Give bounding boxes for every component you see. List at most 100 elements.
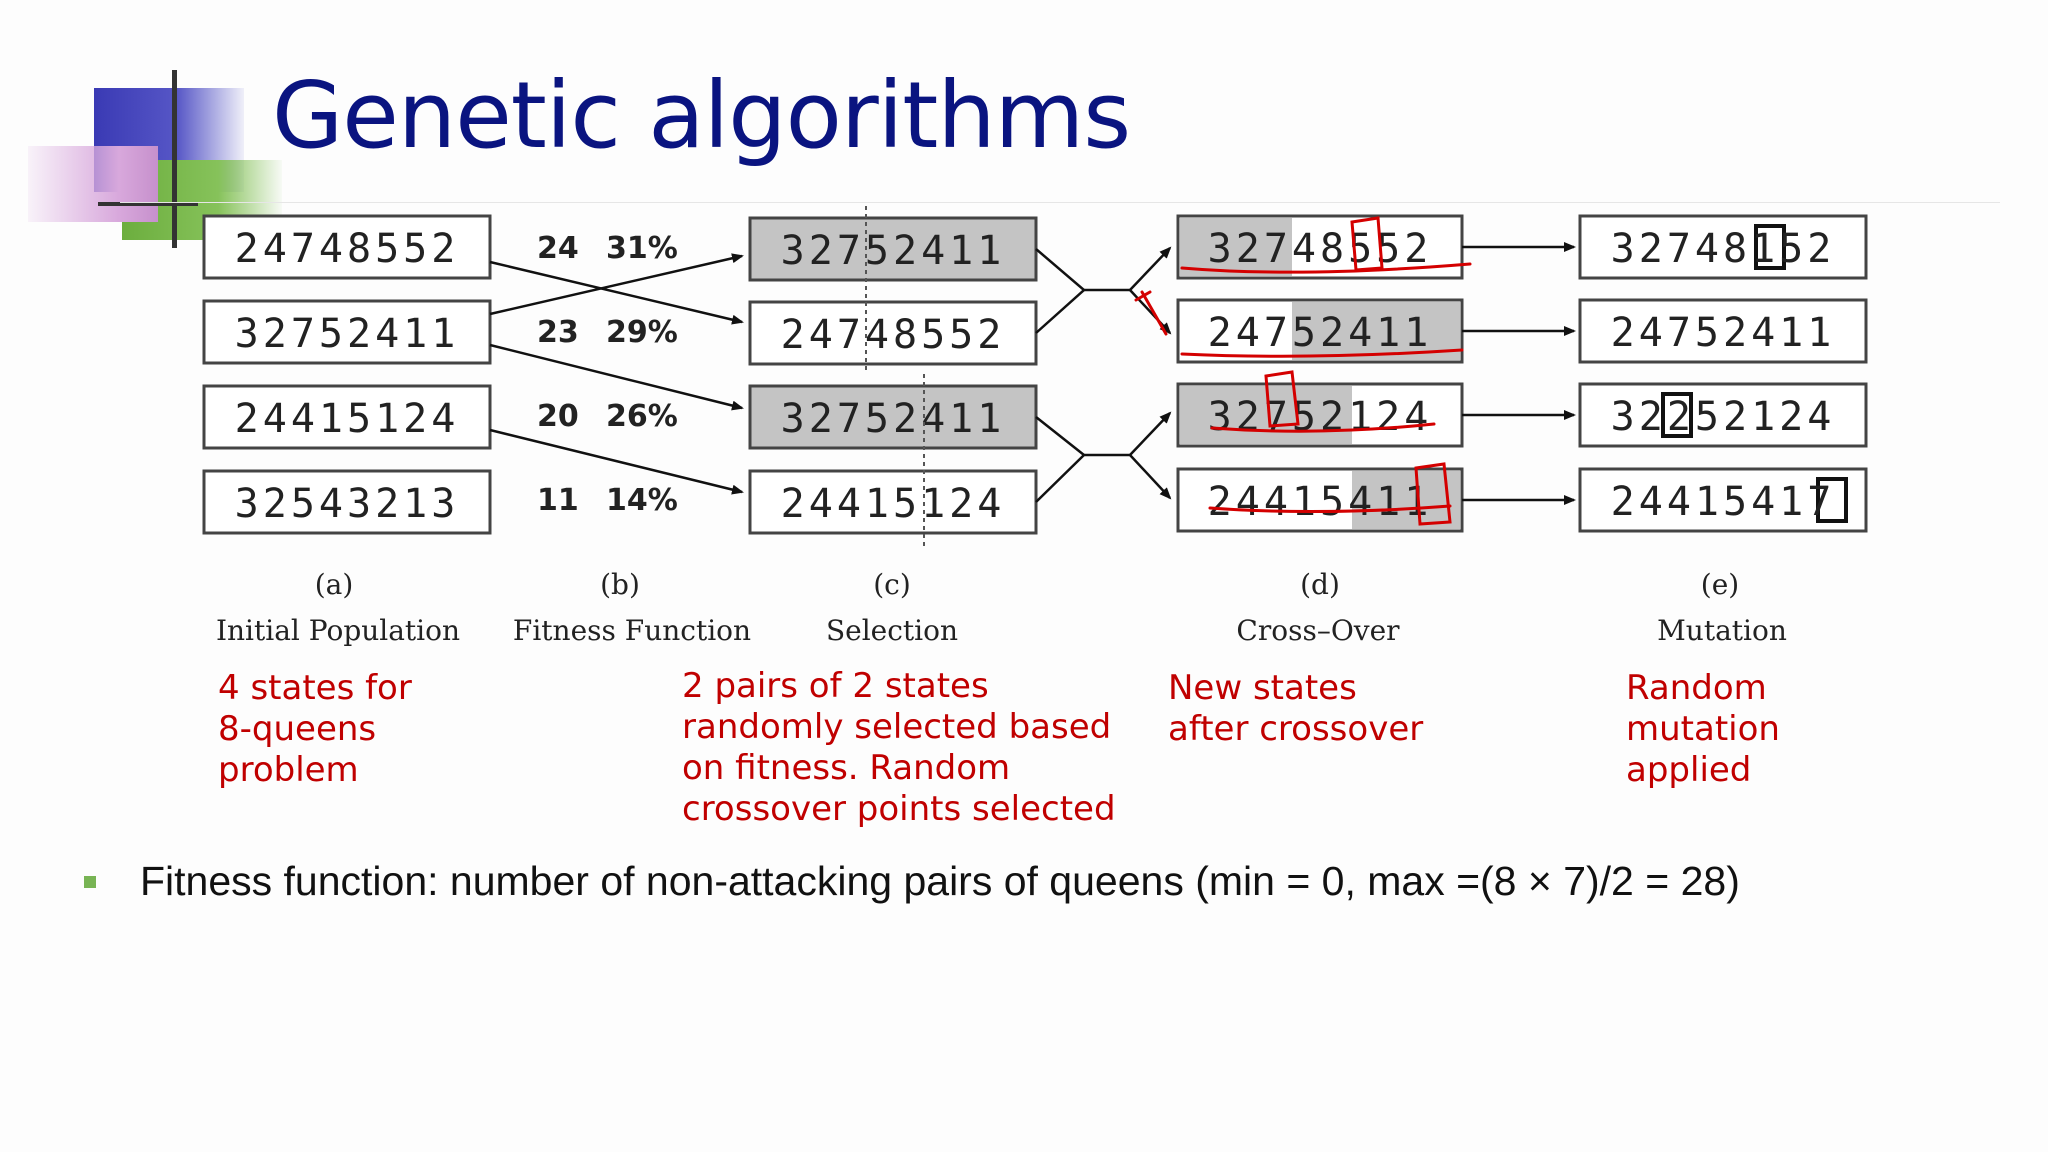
note-initial-population: 4 states for 8-queens problem <box>218 668 412 790</box>
note-selection: 2 pairs of 2 states randomly selected ba… <box>682 666 1116 829</box>
column-captions: (a) Initial Population (b) Fitness Funct… <box>216 568 1787 647</box>
caption-letter: (e) <box>1701 568 1739 601</box>
selection-box: 32752411 <box>748 384 1038 450</box>
column-selection: 32752411 24748552 32752411 24415124 <box>748 206 1038 546</box>
box-outline <box>748 469 1038 535</box>
mutation-box: 32252124 <box>1578 382 1868 448</box>
note-crossover: New states after crossover <box>1168 668 1424 749</box>
logo-horizontal-line <box>98 202 198 206</box>
selection-arrows <box>489 253 744 495</box>
caption-label: Mutation <box>1657 614 1787 647</box>
mutation-box: 32748152 <box>1578 214 1868 280</box>
circled-gene-mark <box>1350 216 1384 272</box>
selection-arrow <box>489 253 744 316</box>
title-divider <box>120 202 2000 203</box>
bullet-text: Fitness function: number of non-attackin… <box>140 858 1740 904</box>
box-outline <box>1578 214 1868 280</box>
genetic-algorithm-diagram: 24748552 32752411 24415124 32543213 24 3… <box>202 206 1868 647</box>
logo-vertical-line <box>172 70 177 248</box>
box-outline <box>202 384 492 450</box>
pair-bracket <box>1035 248 1086 334</box>
fitness-percent: 31% <box>606 231 678 266</box>
fitness-value: 23 <box>537 315 579 350</box>
fitness-value: 24 <box>537 231 579 266</box>
crossover-connectors <box>1035 246 1172 503</box>
selection-arrow <box>489 428 744 495</box>
box-outline <box>748 384 1038 450</box>
state-string: 24415124 <box>235 396 460 442</box>
pair-bracket <box>1035 416 1086 503</box>
fitness-value: 20 <box>537 399 579 434</box>
population-box: 24415124 <box>202 384 492 450</box>
slide-title: Genetic algorithms <box>272 62 1131 169</box>
slide-logo-decoration <box>0 0 300 260</box>
fitness-percent: 29% <box>606 315 678 350</box>
mutated-gene-marker <box>1754 224 1786 270</box>
selection-box: 32752411 <box>748 216 1038 282</box>
crossover-arrow <box>1129 289 1172 335</box>
caption-letter: (a) <box>315 568 354 601</box>
state-string: 32752411 <box>781 396 1006 442</box>
bullet-marker <box>84 875 96 888</box>
underline-mark <box>1180 348 1464 358</box>
caption-letter: (d) <box>1300 568 1340 601</box>
pen-stroke-mark <box>1134 290 1168 336</box>
underline-mark <box>1210 422 1436 433</box>
state-string: 32752411 <box>235 311 460 357</box>
pen-annotations <box>1134 216 1472 526</box>
caption-letter: (c) <box>873 568 911 601</box>
state-string: 32252124 <box>1611 394 1836 440</box>
mutated-gene-marker <box>1661 392 1693 438</box>
caption-label: Selection <box>826 614 958 647</box>
column-initial-population: 24748552 32752411 24415124 32543213 <box>202 214 492 535</box>
note-mutation: Random mutation applied <box>1626 668 1780 790</box>
column-crossover: 32748552 24752411 32752124 24415411 <box>1176 214 1464 533</box>
crossover-box: 24752411 <box>1176 298 1464 364</box>
box-outline <box>1578 382 1868 448</box>
state-string: 24752411 <box>1208 310 1433 356</box>
crossover-box: 32752124 <box>1176 382 1464 448</box>
fitness-percent: 14% <box>606 483 678 518</box>
caption-label: Fitness Function <box>513 614 751 647</box>
logo-pink-square <box>28 146 158 222</box>
state-string: 32543213 <box>235 481 460 527</box>
box-outline <box>202 299 492 365</box>
column-fitness-function: 24 31% 23 29% 20 26% 11 14% <box>537 231 678 518</box>
state-string: 24748552 <box>235 226 460 272</box>
circled-gene-mark <box>1414 462 1452 526</box>
box-outline <box>748 216 1038 282</box>
fitness-percent: 26% <box>606 399 678 434</box>
selection-box: 24415124 <box>748 469 1038 535</box>
state-string: 24415124 <box>781 481 1006 527</box>
shaded-segment <box>1180 218 1292 276</box>
crossover-arrow <box>1129 246 1172 291</box>
underline-mark <box>1180 262 1472 274</box>
caption-letter: (b) <box>600 568 640 601</box>
state-string: 24748552 <box>781 312 1006 358</box>
crossover-box: 24415411 <box>1176 467 1464 533</box>
crossover-arrow <box>1129 454 1172 500</box>
crossover-box: 32748552 <box>1176 214 1464 280</box>
mutation-box: 24752411 <box>1578 298 1868 364</box>
mutation-arrows <box>1462 242 1576 505</box>
box-outline <box>202 469 492 535</box>
caption-label: Cross–Over <box>1236 614 1400 647</box>
column-mutation: 32748152 24752411 32252124 24415417 <box>1578 214 1868 533</box>
state-string: 24415417 <box>1611 479 1836 525</box>
shaded-segment <box>1180 386 1352 444</box>
mutated-gene-marker <box>1816 477 1848 523</box>
fitness-value: 11 <box>537 483 579 518</box>
box-outline <box>748 300 1038 366</box>
population-box: 32543213 <box>202 469 492 535</box>
box-outline <box>202 214 492 280</box>
crossover-arrow <box>1129 411 1172 456</box>
state-string: 24752411 <box>1611 310 1836 356</box>
state-string: 24415411 <box>1208 479 1433 525</box>
population-box: 24748552 <box>202 214 492 280</box>
selection-box: 24748552 <box>748 300 1038 366</box>
bullet-item: Fitness function: number of non-attackin… <box>84 858 2024 905</box>
mutation-box: 24415417 <box>1578 467 1868 533</box>
selection-arrow <box>489 343 744 411</box>
box-outline <box>1578 298 1868 364</box>
state-string: 32752124 <box>1208 394 1433 440</box>
